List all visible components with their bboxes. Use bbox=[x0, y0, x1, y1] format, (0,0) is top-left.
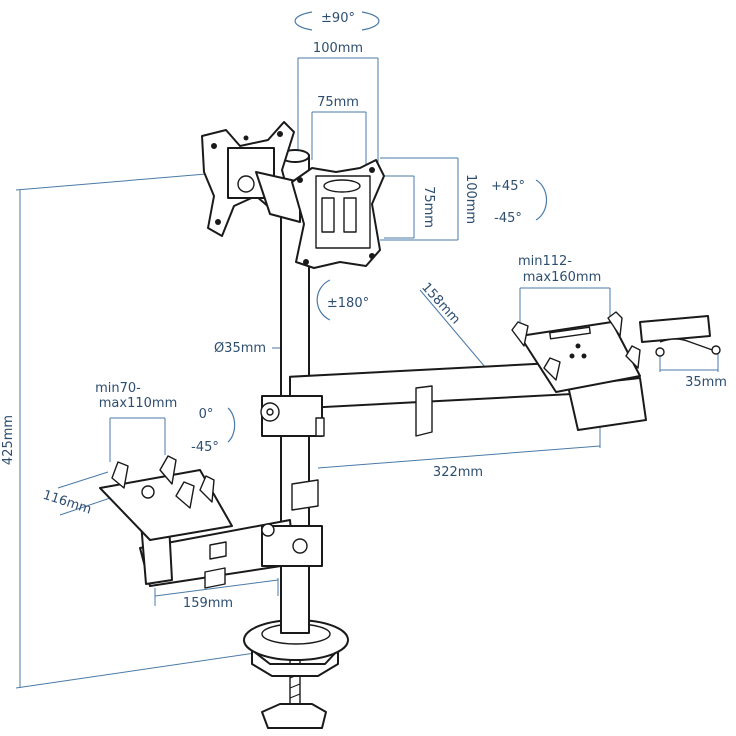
dimension-labels: ±90° 100mm 75mm 75mm 100mm +45° -45° ±18… bbox=[1, 11, 727, 611]
laptop-grip-2 bbox=[607, 311, 623, 337]
monitor-head bbox=[201, 121, 385, 269]
laptop-hook-bracket bbox=[639, 315, 711, 343]
lower-arm bbox=[99, 455, 323, 589]
clamp-knob bbox=[261, 703, 327, 729]
pole-cable-clip bbox=[291, 479, 319, 511]
label-laptop-hook: 35mm bbox=[685, 375, 727, 390]
label-arm-short: 159mm bbox=[183, 596, 233, 611]
upper-arm bbox=[260, 311, 721, 511]
label-tablet-tilt: -45° bbox=[191, 440, 219, 455]
laptop-grip-1 bbox=[511, 321, 529, 347]
lower-cable-clip bbox=[204, 567, 226, 589]
label-height-100: 100mm bbox=[463, 174, 478, 224]
label-tablet-min: min70- bbox=[95, 381, 141, 396]
tablet-grip-4 bbox=[199, 475, 215, 503]
label-height-75: 75mm bbox=[421, 186, 436, 228]
label-rotation-180: ±180° bbox=[327, 296, 369, 311]
upper-cable-clip bbox=[415, 385, 433, 437]
label-overall-height: 425mm bbox=[1, 415, 16, 465]
label-pole-diameter: Ø35mm bbox=[214, 341, 266, 356]
vesa-slot-1 bbox=[321, 197, 335, 233]
label-width-100: 100mm bbox=[313, 41, 363, 56]
tablet-grip-1 bbox=[111, 461, 129, 489]
tablet-grip-3 bbox=[175, 481, 195, 509]
clamp-bracket bbox=[251, 649, 339, 677]
label-laptop-depth: 158mm bbox=[418, 280, 463, 327]
vesa-slot-2 bbox=[343, 197, 357, 233]
label-tilt-up: +45° bbox=[491, 179, 525, 194]
label-laptop-max: max160mm bbox=[523, 270, 601, 285]
label-arm-long: 322mm bbox=[433, 465, 483, 480]
tablet-grip-2 bbox=[159, 455, 177, 485]
label-rotation-90: ±90° bbox=[321, 11, 355, 26]
label-laptop-min: min112- bbox=[518, 254, 572, 269]
label-width-75: 75mm bbox=[317, 95, 359, 110]
label-tilt-down: -45° bbox=[494, 211, 522, 226]
label-tablet-max: max110mm bbox=[99, 396, 177, 411]
joint-link bbox=[255, 171, 301, 223]
dimension-lines bbox=[15, 11, 719, 689]
laptop-grip-4 bbox=[625, 345, 641, 369]
label-tablet-zero: 0° bbox=[199, 407, 214, 422]
laptop-grip-3 bbox=[543, 357, 561, 381]
